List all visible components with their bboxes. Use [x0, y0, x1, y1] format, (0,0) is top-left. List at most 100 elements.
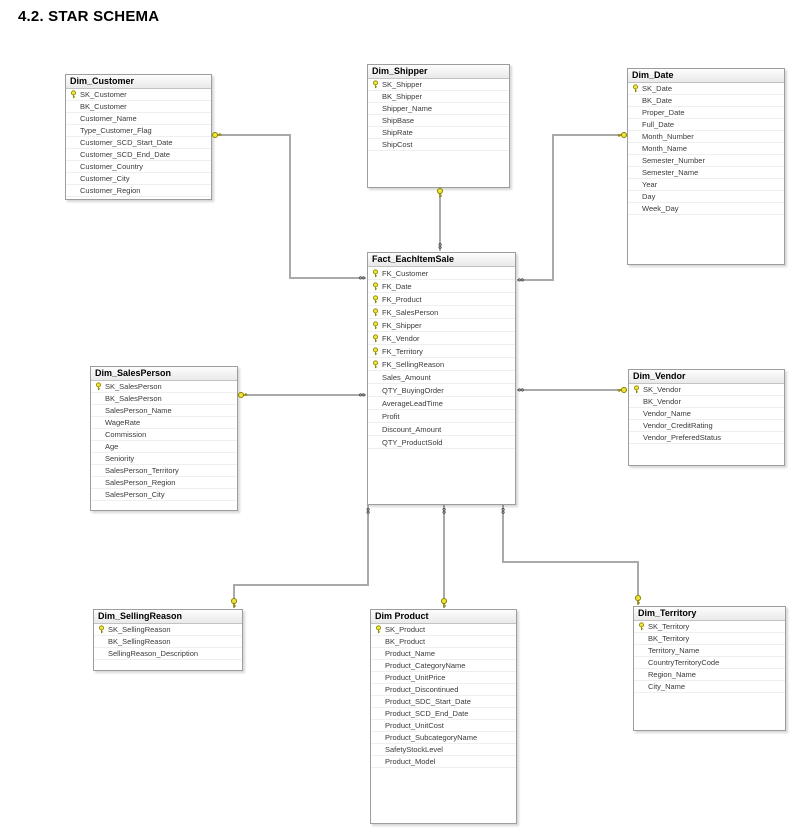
table-row[interactable]: Product_Discontinued [371, 684, 516, 696]
table-row[interactable]: Product_UnitPrice [371, 672, 516, 684]
table-row[interactable]: Seniority [91, 453, 237, 465]
table-row[interactable]: Week_Day [628, 203, 784, 215]
table-row[interactable]: Customer_Name [66, 113, 211, 125]
table-row[interactable]: Month_Name [628, 143, 784, 155]
table-row[interactable]: FK_Shipper [368, 319, 515, 332]
table-row[interactable]: SK_SellingReason [94, 624, 242, 636]
table-row[interactable]: BK_Shipper [368, 91, 509, 103]
table-row[interactable]: Shipper_Name [368, 103, 509, 115]
table-row[interactable]: Commission [91, 429, 237, 441]
key-icon [368, 359, 382, 369]
table-row[interactable]: Semester_Name [628, 167, 784, 179]
table-row[interactable]: SK_SalesPerson [91, 381, 237, 393]
table-row[interactable]: SK_Vendor [629, 384, 784, 396]
table-row[interactable]: FK_Product [368, 293, 515, 306]
table-row[interactable]: Full_Date [628, 119, 784, 131]
table-row[interactable]: BK_Date [628, 95, 784, 107]
table-row[interactable]: SalesPerson_Name [91, 405, 237, 417]
table-row[interactable]: Sales_Amount [368, 371, 515, 384]
table-row[interactable]: SK_Shipper [368, 79, 509, 91]
table-row[interactable]: Day [628, 191, 784, 203]
table-row[interactable]: SalesPerson_Territory [91, 465, 237, 477]
table-row[interactable]: BK_Territory [634, 633, 785, 645]
table-row[interactable]: Product_CategoryName [371, 660, 516, 672]
table-row[interactable]: SK_Customer [66, 89, 211, 101]
table-row[interactable]: Vendor_CreditRating [629, 420, 784, 432]
table-row[interactable]: SK_Date [628, 83, 784, 95]
table-row[interactable]: Profit [368, 410, 515, 423]
table-row[interactable]: FK_Date [368, 280, 515, 293]
table-row[interactable]: SK_Product [371, 624, 516, 636]
table-row[interactable]: Product_SDC_Start_Date [371, 696, 516, 708]
table-row[interactable]: Customer_Country [66, 161, 211, 173]
table-row[interactable]: SellingReason_Description [94, 648, 242, 660]
table-title: Dim_SalesPerson [91, 367, 237, 381]
table-row[interactable]: FK_SellingReason [368, 358, 515, 371]
table-row[interactable]: Customer_SCD_End_Date [66, 149, 211, 161]
key-icon [66, 90, 80, 99]
table-row[interactable]: ShipCost [368, 139, 509, 151]
table-row[interactable]: WageRate [91, 417, 237, 429]
field-name: SK_Product [385, 625, 426, 634]
table-row[interactable]: SalesPerson_Region [91, 477, 237, 489]
table-row[interactable]: BK_Vendor [629, 396, 784, 408]
field-name: SellingReason_Description [108, 649, 199, 658]
table-row[interactable]: Month_Number [628, 131, 784, 143]
table-row[interactable]: Year [628, 179, 784, 191]
table-row[interactable]: Customer_Region [66, 185, 211, 197]
table-row[interactable]: ShipRate [368, 127, 509, 139]
table-row[interactable]: BK_Product [371, 636, 516, 648]
field-name: AverageLeadTime [382, 398, 443, 408]
table-row[interactable]: QTY_ProductSold [368, 436, 515, 449]
table-row[interactable]: City_Name [634, 681, 785, 693]
table-row[interactable]: Product_Name [371, 648, 516, 660]
key-icon [368, 268, 382, 278]
table-row[interactable]: Customer_City [66, 173, 211, 185]
table-row[interactable]: Customer_SCD_Start_Date [66, 137, 211, 149]
table-row[interactable]: Product_SCD_End_Date [371, 708, 516, 720]
connector-dim-sellingreason-fact[interactable] [233, 505, 369, 608]
table-row[interactable]: Semester_Number [628, 155, 784, 167]
table-row[interactable]: Product_UnitCost [371, 720, 516, 732]
table-row[interactable]: Type_Customer_Flag [66, 125, 211, 137]
table-row[interactable]: SafetyStockLevel [371, 744, 516, 756]
table-row[interactable]: BK_SellingReason [94, 636, 242, 648]
connector-dim-territory-fact[interactable] [502, 505, 639, 605]
key-icon [629, 385, 643, 394]
connector-dim-customer-fact[interactable] [213, 134, 366, 279]
table-row[interactable]: SalesPerson_City [91, 489, 237, 501]
table-row[interactable]: Proper_Date [628, 107, 784, 119]
connector-dim-date-fact[interactable] [517, 134, 627, 281]
table-row[interactable]: SK_Territory [634, 621, 785, 633]
table-row[interactable]: BK_SalesPerson [91, 393, 237, 405]
table-row[interactable]: Age [91, 441, 237, 453]
table-row[interactable]: FK_Customer [368, 267, 515, 280]
table-row[interactable]: Vendor_PreferedStatus [629, 432, 784, 444]
table-row[interactable]: BK_Customer [66, 101, 211, 113]
table-row[interactable]: Region_Name [634, 669, 785, 681]
table-row[interactable]: FK_Vendor [368, 332, 515, 345]
table-row[interactable]: Product_SubcategoryName [371, 732, 516, 744]
table-row[interactable]: Discount_Amount [368, 423, 515, 436]
table-row[interactable]: Product_Model [371, 756, 516, 768]
table-row[interactable]: FK_SalesPerson [368, 306, 515, 319]
table-row[interactable]: AverageLeadTime [368, 397, 515, 410]
field-name: BK_Customer [80, 102, 127, 111]
table-row[interactable]: ShipBase [368, 115, 509, 127]
table-row[interactable]: FK_Territory [368, 345, 515, 358]
table-row[interactable]: CountryTerritoryCode [634, 657, 785, 669]
table-row[interactable]: QTY_BuyingOrder [368, 384, 515, 397]
table-row[interactable]: Territory_Name [634, 645, 785, 657]
table-row[interactable]: Vendor_Name [629, 408, 784, 420]
